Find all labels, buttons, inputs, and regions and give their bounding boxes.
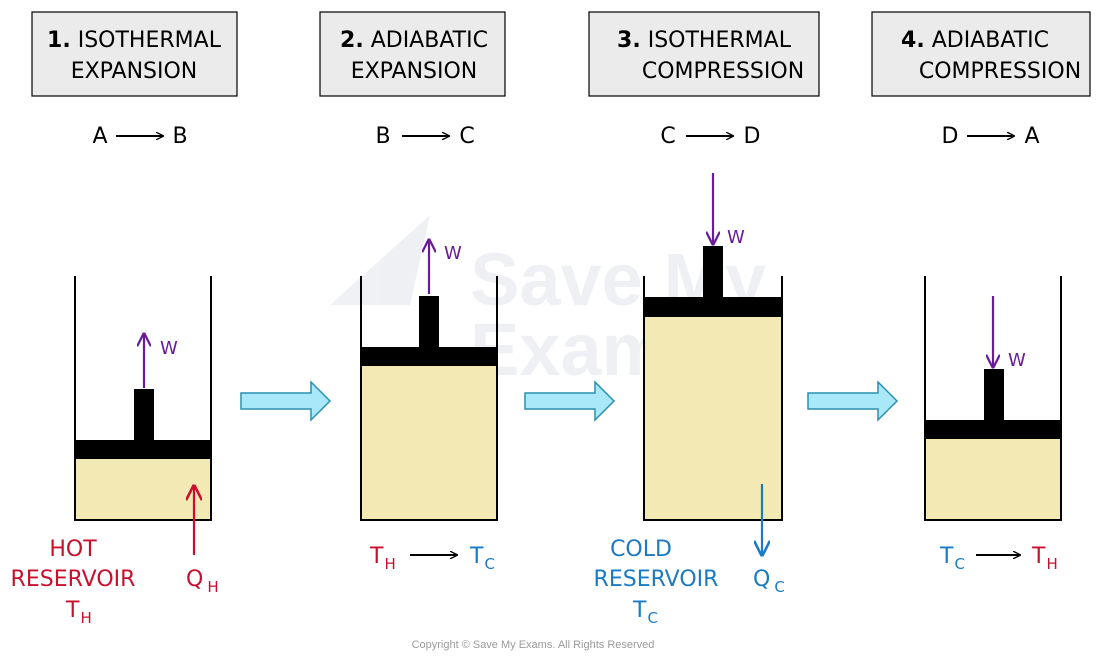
stage-3-reservoir-line2: RESERVOIR bbox=[594, 567, 719, 592]
stage-4-title-line1: ADIABATIC bbox=[932, 28, 1049, 53]
stage-4-state-from: D bbox=[942, 124, 959, 149]
stage-2-temp-from-sub: H bbox=[384, 555, 395, 573]
transition-arrow-1-2 bbox=[240, 380, 332, 422]
stage-2-state-to: C bbox=[459, 124, 474, 149]
stage-3-cylinder-wall bbox=[643, 276, 783, 521]
stage-1-reservoir-temp: TH bbox=[65, 598, 92, 627]
stage-3-reservoir-sub: C bbox=[647, 609, 657, 627]
stage-4-cylinder-wall bbox=[924, 276, 1062, 521]
stage-3-title-box bbox=[588, 11, 820, 97]
stage-3-reservoir-line1: COLD bbox=[610, 537, 672, 562]
stage-4-title: 4. ADIABATIC bbox=[901, 28, 1049, 53]
stage-1-title: 1. ISOTHERMAL bbox=[47, 28, 222, 53]
stage-3-title-line1: ISOTHERMAL bbox=[648, 28, 792, 53]
stage-2-title-line2: EXPANSION bbox=[351, 59, 478, 84]
stage-3-title-line2: COMPRESSION bbox=[642, 59, 804, 84]
stage-2-work-label: W bbox=[444, 243, 462, 264]
stage-1-reservoir-symbol: T bbox=[65, 598, 80, 623]
stage-2-temp-from-symbol: T bbox=[369, 544, 384, 569]
stage-2-state-from: B bbox=[375, 124, 390, 149]
stage-1-title-line1: ISOTHERMAL bbox=[78, 28, 222, 53]
stage-4-work-label: W bbox=[1008, 350, 1026, 371]
stage-2-number: 2. bbox=[340, 28, 364, 53]
stage-4-temp-from-sub: C bbox=[954, 555, 964, 573]
stage-1-piston-head bbox=[75, 440, 211, 459]
stage-4-temp-from-symbol: T bbox=[939, 544, 954, 569]
stage-1-work-label: W bbox=[160, 338, 178, 359]
stage-1-reservoir-line2: RESERVOIR bbox=[11, 567, 136, 592]
stage-1-cylinder-wall bbox=[74, 276, 212, 521]
stage-4-gas bbox=[925, 438, 1061, 520]
stage-3-heat-symbol: Q bbox=[753, 567, 770, 592]
stage-2-piston-rod bbox=[419, 296, 439, 348]
stage-1-heat-sub: H bbox=[207, 578, 218, 596]
stage-4-number: 4. bbox=[901, 28, 925, 53]
stage-1-piston-rod bbox=[134, 389, 154, 441]
stage-4-piston-rod bbox=[984, 369, 1004, 421]
stage-3-work-label: W bbox=[727, 227, 745, 248]
stage-3-reservoir-temp: TC bbox=[632, 598, 658, 627]
transition-arrow-2-3 bbox=[524, 380, 616, 422]
stage-4-temp-to-sub: H bbox=[1046, 555, 1057, 573]
stage-4-temp-to-symbol: T bbox=[1031, 544, 1046, 569]
stage-1-title-line2: EXPANSION bbox=[71, 59, 198, 84]
stage-2-cylinder-wall bbox=[360, 276, 498, 521]
stage-4-temp-to: TH bbox=[1031, 544, 1058, 573]
stage-1-reservoir-line1: HOT bbox=[49, 537, 97, 562]
stage-3-state-from: C bbox=[660, 124, 675, 149]
stage-3-piston-head bbox=[644, 297, 782, 317]
stage-2-gas bbox=[361, 365, 497, 520]
stage-3-gas bbox=[644, 316, 782, 520]
stage-2-title: 2. ADIABATIC bbox=[340, 28, 488, 53]
stage-4-title-line2: COMPRESSION bbox=[919, 59, 1081, 84]
stage-1-heat-symbol: Q bbox=[186, 567, 203, 592]
stage-1-title-box bbox=[31, 11, 238, 97]
stage-1-gas bbox=[75, 458, 211, 520]
stage-1-state-to: B bbox=[172, 124, 187, 149]
copyright-notice: Copyright © Save My Exams. All Rights Re… bbox=[412, 639, 655, 651]
stage-2-temp-to-symbol: T bbox=[469, 544, 484, 569]
stage-2: 2. ADIABATIC EXPANSION B C W TH TC bbox=[319, 11, 506, 573]
stage-1-number: 1. bbox=[47, 28, 71, 53]
stage-4-piston-head bbox=[925, 420, 1061, 439]
stage-3-number: 3. bbox=[617, 28, 641, 53]
stage-4-temp-from: TC bbox=[939, 544, 965, 573]
stage-4: 4. ADIABATIC COMPRESSION D A W TC TH bbox=[871, 11, 1091, 573]
stage-4-state-to: A bbox=[1024, 124, 1039, 149]
stage-2-piston-head bbox=[361, 347, 497, 366]
stage-2-title-box bbox=[319, 11, 506, 97]
stage-2-temp-from: TH bbox=[369, 544, 396, 573]
stage-3-title: 3. ISOTHERMAL bbox=[617, 28, 792, 53]
stage-3-state-to: D bbox=[744, 124, 761, 149]
stage-3-piston-rod bbox=[703, 246, 723, 298]
transition-arrow-3-4 bbox=[807, 380, 899, 422]
watermark-logo-icon bbox=[330, 215, 430, 305]
stage-2-temp-to-sub: C bbox=[484, 555, 494, 573]
stage-3-reservoir-symbol: T bbox=[632, 598, 647, 623]
stage-4-title-box bbox=[871, 11, 1091, 97]
stage-2-title-line1: ADIABATIC bbox=[371, 28, 488, 53]
stage-2-temp-to: TC bbox=[469, 544, 495, 573]
stage-1-state-from: A bbox=[92, 124, 107, 149]
stage-1-reservoir-sub: H bbox=[80, 609, 91, 627]
stage-3-heat-sub: C bbox=[774, 578, 784, 596]
